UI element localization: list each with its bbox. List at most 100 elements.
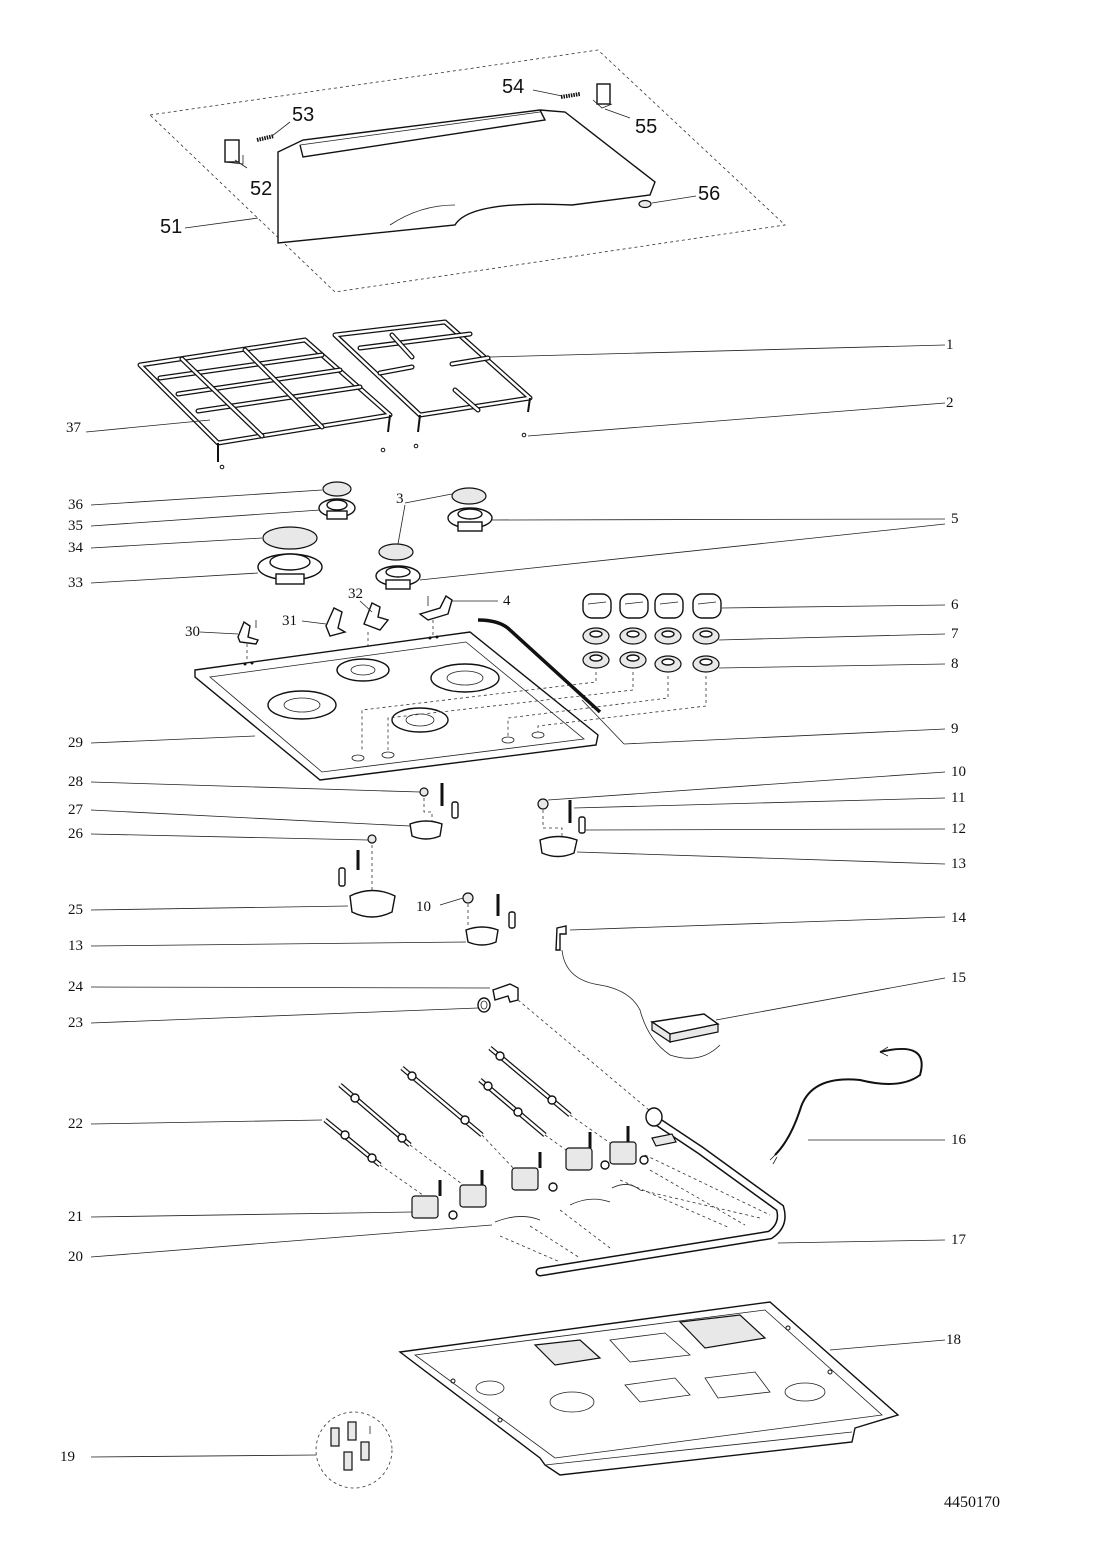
label-5: 5 bbox=[951, 511, 959, 527]
bracket-30 bbox=[237, 620, 259, 645]
label-16: 16 bbox=[951, 1132, 967, 1148]
burner-head-medium-a bbox=[447, 507, 493, 532]
label-29: 29 bbox=[68, 735, 83, 751]
label-17: 17 bbox=[951, 1232, 967, 1248]
spring-left bbox=[256, 134, 275, 142]
spring-right bbox=[560, 92, 581, 99]
label-14: 14 bbox=[951, 910, 967, 926]
gas-tap-1 bbox=[411, 1180, 458, 1220]
thermocouple-4 bbox=[478, 1078, 547, 1137]
label-27: 27 bbox=[68, 802, 84, 818]
control-knob-2 bbox=[619, 593, 649, 619]
base-tray bbox=[398, 1301, 900, 1476]
hob-top-group: 9 29 bbox=[68, 618, 959, 781]
thermocouple-5 bbox=[488, 1046, 572, 1117]
burner-head-small bbox=[318, 498, 356, 520]
label-23: 23 bbox=[68, 1015, 83, 1031]
label-30: 30 bbox=[185, 624, 200, 640]
label-31: 31 bbox=[282, 613, 297, 629]
spark-plug bbox=[555, 925, 567, 951]
label-11: 11 bbox=[951, 790, 965, 806]
injector-10-lower bbox=[462, 892, 474, 904]
thermocouple-3 bbox=[400, 1066, 484, 1137]
burner-cap-medium-a bbox=[451, 487, 487, 505]
glass-lid bbox=[277, 109, 656, 244]
document-number: 4450170 bbox=[944, 1494, 1000, 1511]
pan-support-right bbox=[332, 319, 533, 449]
label-3: 3 bbox=[396, 491, 404, 507]
label-52: 52 bbox=[250, 178, 272, 200]
label-56: 56 bbox=[698, 183, 720, 205]
rubber-bumper bbox=[638, 199, 652, 209]
bracket-32 bbox=[363, 602, 390, 631]
label-34: 34 bbox=[68, 540, 84, 556]
label-21: 21 bbox=[68, 1209, 83, 1225]
fixing-kit-group: 19 bbox=[60, 1411, 393, 1489]
label-2: 2 bbox=[946, 395, 954, 411]
burner-cup-13-right bbox=[539, 835, 578, 858]
label-10-lower: 10 bbox=[416, 899, 431, 915]
control-knob-1 bbox=[582, 593, 612, 619]
burner-cups-group: 28 27 26 25 13 10 10 11 12 13 bbox=[68, 764, 966, 954]
ignition-group: 14 15 16 bbox=[555, 910, 967, 1165]
ignition-generator bbox=[650, 1013, 720, 1044]
burner-cap-large bbox=[262, 526, 318, 550]
pan-support-left bbox=[137, 337, 393, 470]
label-54: 54 bbox=[502, 76, 524, 98]
label-35: 35 bbox=[68, 518, 83, 534]
label-12: 12 bbox=[951, 821, 966, 837]
hinge-left bbox=[224, 139, 240, 163]
label-25: 25 bbox=[68, 902, 83, 918]
burner-cup-13-lower bbox=[465, 926, 499, 946]
gas-tap-2 bbox=[459, 1170, 487, 1208]
label-26: 26 bbox=[68, 826, 84, 842]
elbow-connector bbox=[492, 983, 519, 1003]
gas-taps-group: 22 21 20 17 bbox=[68, 1046, 967, 1277]
label-51: 51 bbox=[160, 216, 182, 238]
label-24: 24 bbox=[68, 979, 84, 995]
injector-26 bbox=[367, 834, 377, 844]
label-10: 10 bbox=[951, 764, 966, 780]
label-18: 18 bbox=[946, 1332, 961, 1348]
hob-seal bbox=[477, 618, 602, 714]
label-20: 20 bbox=[68, 1249, 83, 1265]
power-cable bbox=[774, 1047, 923, 1156]
fixing-clip-c bbox=[343, 1451, 353, 1471]
label-13-left: 13 bbox=[68, 938, 83, 954]
label-7: 7 bbox=[951, 626, 959, 642]
burner-cap-small bbox=[322, 481, 352, 497]
hinge-right bbox=[596, 83, 611, 105]
burner-cap-medium-b bbox=[378, 543, 414, 561]
label-22: 22 bbox=[68, 1116, 83, 1132]
burner-head-large bbox=[257, 553, 323, 585]
burner-cup-25 bbox=[349, 889, 396, 918]
label-28: 28 bbox=[68, 774, 83, 790]
wire-clips bbox=[494, 1184, 641, 1223]
bracket-4 bbox=[418, 594, 453, 621]
label-33: 33 bbox=[68, 575, 83, 591]
label-36: 36 bbox=[68, 497, 84, 513]
label-55: 55 bbox=[635, 116, 657, 138]
sealing-washer bbox=[477, 997, 491, 1013]
base-tray-group: 18 bbox=[398, 1301, 961, 1476]
injector-10-right bbox=[537, 798, 549, 810]
gas-tap-3 bbox=[511, 1152, 558, 1192]
fixing-brackets-group: 30 31 32 4 bbox=[185, 586, 511, 645]
knob-bezel-row-7 bbox=[582, 627, 720, 645]
burner-cup-27 bbox=[409, 820, 443, 840]
label-1: 1 bbox=[946, 337, 954, 353]
control-knob-4 bbox=[692, 593, 722, 619]
label-9: 9 bbox=[951, 721, 959, 737]
label-19: 19 bbox=[60, 1449, 75, 1465]
thermocouple-1 bbox=[323, 1118, 382, 1167]
pan-supports-group: 1 2 37 bbox=[66, 319, 954, 470]
label-15: 15 bbox=[951, 970, 966, 986]
knobs-group: 6 7 8 bbox=[582, 593, 959, 673]
gas-tap-5 bbox=[609, 1126, 649, 1165]
fixing-clip-b bbox=[347, 1421, 357, 1441]
knob-bezel-row-8 bbox=[582, 651, 720, 673]
label-8: 8 bbox=[951, 656, 959, 672]
control-knob-3 bbox=[654, 593, 684, 619]
thermocouple-2 bbox=[338, 1083, 412, 1147]
